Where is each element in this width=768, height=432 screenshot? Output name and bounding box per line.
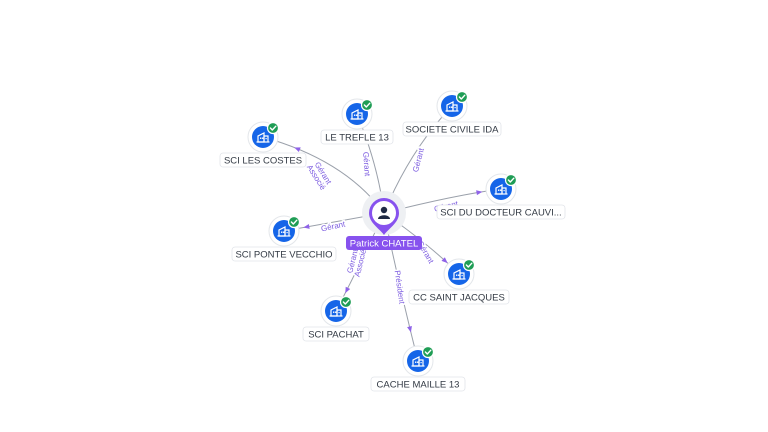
company-node-sci-les-costes[interactable]: SCI LES COSTES <box>219 121 307 168</box>
building-icon <box>452 269 466 280</box>
company-label-box <box>408 289 510 305</box>
company-node-societe-civile-ida[interactable]: SOCIETE CIVILE IDA <box>402 90 502 137</box>
building-icon <box>329 306 343 317</box>
person-node[interactable]: Patrick CHATEL <box>346 191 422 250</box>
edge-arrow <box>345 286 351 294</box>
building-icon <box>445 101 459 112</box>
verified-check-icon <box>462 258 476 272</box>
company-label-box <box>231 246 337 262</box>
edge-arrow <box>303 224 310 229</box>
company-label-box <box>219 152 307 168</box>
role-text: Président <box>393 270 407 305</box>
role-text: Gérant <box>361 152 372 178</box>
company-name: CC SAINT JACQUES <box>413 293 505 304</box>
person-label-box <box>346 236 422 250</box>
building-icon <box>256 132 270 143</box>
company-name: SOCIETE CIVILE IDA <box>406 125 500 136</box>
verified-check-icon <box>504 173 518 187</box>
edge-arrow <box>294 147 301 153</box>
role-label: Président <box>391 268 408 306</box>
building-icon <box>277 226 291 237</box>
person-name: Patrick CHATEL <box>350 239 418 250</box>
company-label-box <box>320 129 394 145</box>
company-name: SCI LES COSTES <box>224 156 302 167</box>
company-node-sci-pachat[interactable]: SCI PACHAT <box>302 295 370 342</box>
company-label-box <box>370 376 466 392</box>
role-label: Gérant <box>360 150 374 179</box>
company-name: CACHE MAILLE 13 <box>377 380 460 391</box>
verified-check-icon <box>266 121 280 135</box>
company-name: SCI PONTE VECCHIO <box>235 250 332 261</box>
role-text: Gérant <box>411 146 426 173</box>
person-icon <box>378 206 390 219</box>
company-label-box <box>402 121 502 137</box>
edge-arrow <box>441 257 448 264</box>
company-label-box <box>302 326 370 342</box>
company-node-sci-ponte-vecchio[interactable]: SCI PONTE VECCHIO <box>231 215 337 262</box>
building-icon <box>494 184 508 195</box>
company-name: SCI PACHAT <box>308 330 364 341</box>
role-text: Gérant <box>320 219 347 233</box>
role-label: Gérant <box>319 218 349 235</box>
verified-check-icon <box>455 90 469 104</box>
company-label-box <box>436 204 566 220</box>
edge-arrow <box>476 190 483 196</box>
company-name: LE TREFLE 13 <box>325 133 389 144</box>
verified-check-icon <box>360 98 374 112</box>
company-node-sci-du-docteur-cauvi[interactable]: SCI DU DOCTEUR CAUVI... <box>436 173 566 220</box>
building-icon <box>411 356 425 367</box>
company-name: SCI DU DOCTEUR CAUVI... <box>440 208 561 219</box>
edge-arrow <box>407 325 412 333</box>
verified-check-icon <box>421 345 435 359</box>
verified-check-icon <box>287 215 301 229</box>
company-nodes-layer: LE TREFLE 13 SOCIETE CIVILE IDA SCI LES CO… <box>219 90 566 392</box>
company-node-cache-maille-13[interactable]: CACHE MAILLE 13 <box>370 345 466 392</box>
company-node-le-trefle-13[interactable]: LE TREFLE 13 <box>320 98 394 145</box>
verified-check-icon <box>339 295 353 309</box>
company-node-cc-saint-jacques[interactable]: CC SAINT JACQUES <box>408 258 510 305</box>
role-label: Gérant <box>409 145 427 175</box>
building-icon <box>350 109 364 120</box>
